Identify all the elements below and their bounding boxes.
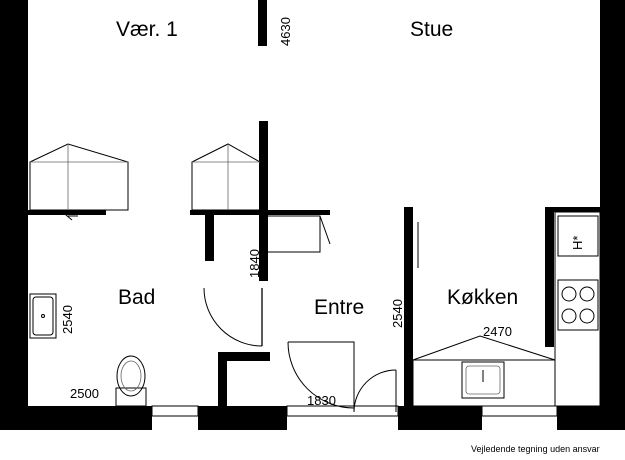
room-label-vaer1: Vær. 1 bbox=[116, 18, 178, 41]
toilet bbox=[115, 355, 147, 407]
room-label-kokken: Køkken bbox=[447, 286, 518, 309]
dimension-1840: 1840 bbox=[247, 249, 262, 278]
kitchen-h-mark: H* bbox=[570, 236, 585, 250]
wall-kitchen-right-inner bbox=[545, 207, 554, 347]
dimension-2540-bad: 2540 bbox=[60, 305, 75, 334]
dimension-2540-entre: 2540 bbox=[390, 299, 405, 328]
kitchen-sink bbox=[461, 361, 505, 399]
window-bottom-right bbox=[481, 405, 558, 417]
wall-kitchen-right-stub bbox=[545, 207, 600, 212]
wall-small-step-down bbox=[218, 352, 227, 412]
wall-stub-down bbox=[205, 214, 214, 261]
room-label-entre: Entre bbox=[314, 296, 364, 319]
window-bottom-left bbox=[151, 405, 199, 417]
wardrobe-left bbox=[29, 143, 129, 221]
wall-bottom-mid bbox=[198, 406, 287, 430]
wall-top-partition bbox=[258, 0, 267, 46]
bathroom-sink bbox=[29, 293, 57, 339]
door-entrance-small bbox=[353, 369, 397, 413]
fridge-marker bbox=[557, 215, 599, 257]
window-bottom-mid bbox=[286, 405, 399, 417]
kitchen-counter bbox=[412, 211, 601, 407]
wardrobe-door bbox=[266, 215, 331, 253]
dimension-2500: 2500 bbox=[70, 386, 99, 401]
door-bathroom bbox=[203, 287, 263, 347]
wall-entre-kitchen bbox=[404, 207, 413, 412]
disclaimer-text: Vejledende tegning uden ansvar bbox=[471, 444, 600, 454]
dimension-4630: 4630 bbox=[278, 17, 293, 46]
wall-bedroom-bath-left bbox=[28, 210, 106, 215]
dimension-2470: 2470 bbox=[483, 324, 512, 339]
wall-bottom-left bbox=[0, 406, 152, 430]
door-entrance bbox=[287, 341, 355, 412]
kitchen-counter-right bbox=[554, 211, 601, 407]
dimension-1830: 1830 bbox=[307, 393, 336, 408]
kitchen-counter-bottom bbox=[412, 359, 556, 407]
wall-bottom-right bbox=[557, 406, 625, 430]
room-label-stue: Stue bbox=[410, 18, 453, 41]
room-label-bad: Bad bbox=[118, 286, 155, 309]
cooktop bbox=[557, 279, 599, 331]
wardrobe-right bbox=[191, 143, 261, 211]
wall-central-vertical bbox=[259, 121, 268, 281]
wall-left-outer bbox=[0, 0, 28, 430]
doors bbox=[203, 215, 397, 413]
wall-right-outer bbox=[600, 0, 625, 430]
wall-small-step bbox=[218, 352, 270, 361]
walls bbox=[0, 0, 625, 430]
